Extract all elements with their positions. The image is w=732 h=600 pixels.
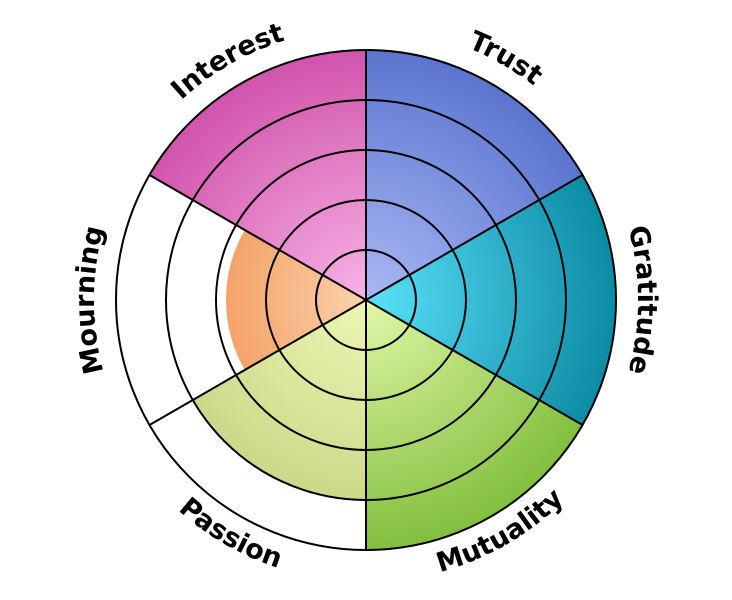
segment-mutuality (366, 300, 583, 550)
segment-passion (192, 300, 366, 500)
grid-lines (115, 49, 617, 551)
grid-spoke-3 (365, 299, 584, 426)
segment-gratitude (366, 175, 616, 425)
segment-fills (149, 50, 616, 550)
segment-interest (149, 50, 366, 300)
segment-trust (366, 50, 583, 300)
label-passion: Passion (173, 492, 286, 575)
grid-spoke-6 (148, 174, 367, 301)
grid-spoke-2 (365, 174, 584, 301)
label-gratitude: Gratitude (622, 223, 662, 378)
label-mourning: Mourning (70, 223, 110, 377)
grid-spoke-5 (148, 299, 367, 426)
segment-mourning (226, 230, 366, 370)
